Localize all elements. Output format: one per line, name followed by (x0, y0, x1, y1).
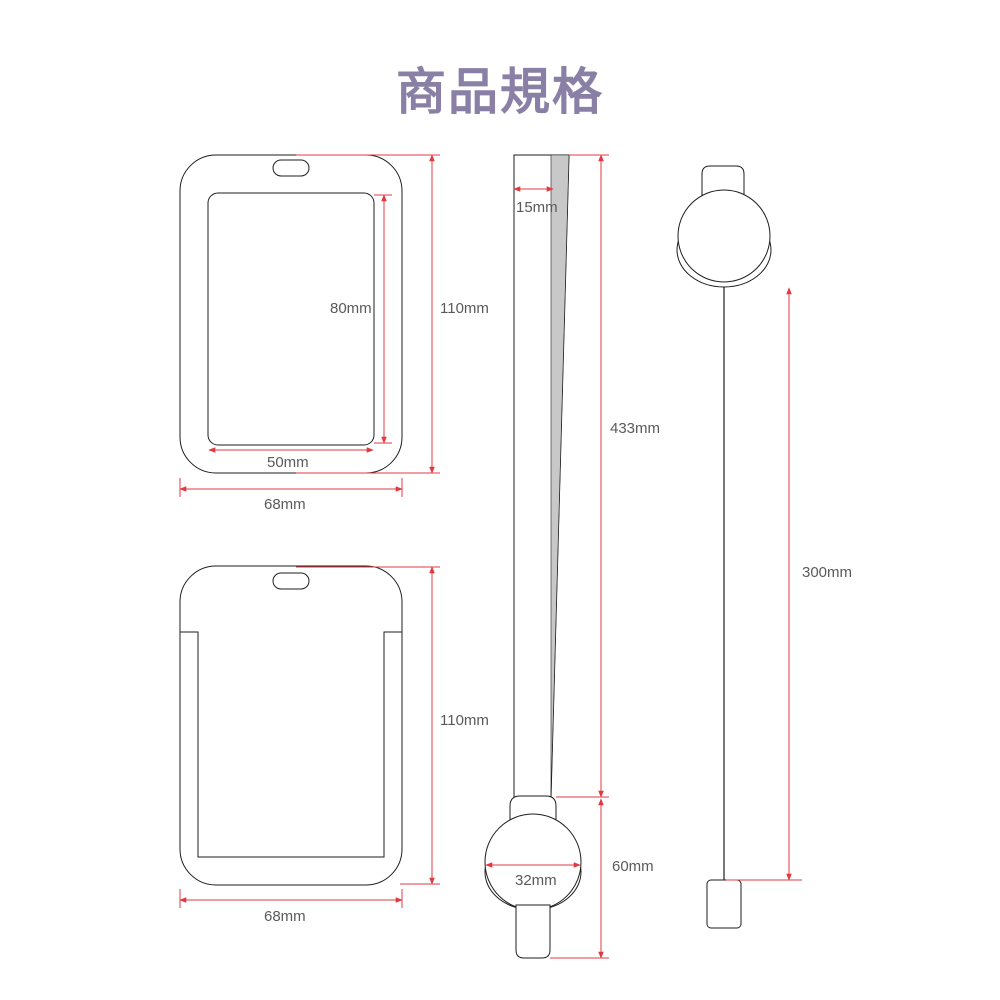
page-title: 商品規格 (396, 63, 604, 121)
lanyard-strap-fold (550, 154, 570, 798)
dim-badge-length-label: 60mm (612, 858, 654, 875)
card-holder-2-slot (272, 572, 310, 590)
dim-sleeve-width-label: 68mm (264, 908, 306, 925)
dim-inner-width-label: 50mm (267, 454, 309, 471)
dim-strap-length-label: 433mm (610, 420, 660, 437)
dim-cord-length-label: 300mm (802, 564, 852, 581)
reel-body (677, 189, 771, 283)
lanyard-clip-top (509, 795, 557, 821)
dim-outer-height-label: 110mm (440, 300, 489, 317)
dim-badge-diameter-label: 32mm (515, 872, 557, 889)
lanyard-clip-bottom (515, 904, 551, 959)
card-holder-2-inner-edge (180, 631, 402, 858)
card-holder-1-slot (272, 159, 310, 177)
lanyard: 15mm 433mm 60mm 32mm (484, 154, 660, 959)
retractable-reel: 300mm (676, 165, 852, 929)
card-holder-framed: 80mm 110mm 50mm 68mm (179, 154, 489, 513)
reel-end-clip (706, 879, 742, 929)
dim-sleeve-height-label: 110mm (440, 712, 489, 729)
dim-inner-height-label: 80mm (330, 300, 372, 317)
card-holder-1-window (207, 192, 375, 446)
lanyard-badge (484, 813, 582, 911)
reel-top-tab (701, 165, 745, 196)
card-holder-2-body (179, 565, 403, 886)
dim-outer-width-label: 68mm (264, 496, 306, 513)
dim-strap-width-label: 15mm (516, 199, 558, 216)
card-holder-sleeve: 110mm 68mm (179, 565, 489, 925)
